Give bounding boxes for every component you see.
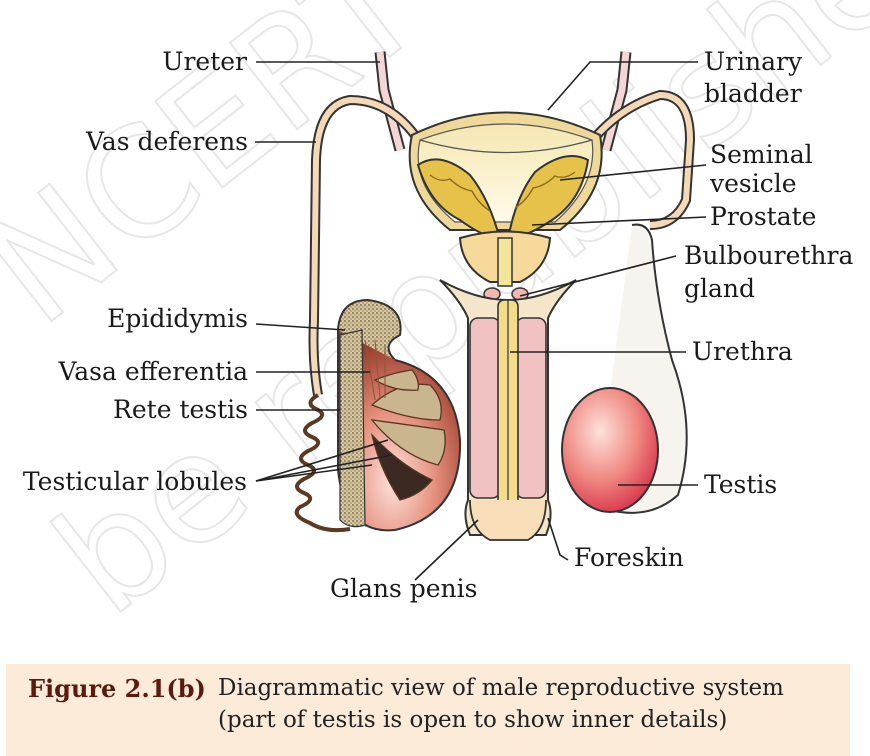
label-epididymis: Epididymis [107, 304, 248, 333]
penis [439, 279, 577, 541]
label-rete-testis: Rete testis [113, 395, 248, 424]
leader-lines [255, 61, 707, 581]
label-testis: Testis [704, 470, 777, 499]
label-seminal-vesicle-2: vesicle [709, 169, 797, 198]
right-testis [561, 223, 688, 514]
caption-box [6, 664, 850, 756]
label-bulbourethra-2: gland [684, 274, 755, 303]
label-urethra: Urethra [692, 337, 793, 366]
left-testis [337, 298, 462, 532]
label-bulbourethra-1: Bulbourethra [684, 241, 853, 270]
label-urinary-bladder-2: bladder [704, 79, 802, 108]
label-testicular-lobules: Testicular lobules [23, 467, 247, 496]
label-prostate: Prostate [710, 202, 816, 231]
label-glans-penis: Glans penis [330, 574, 477, 603]
prostate-gland [458, 230, 552, 287]
vas-deferens-right [573, 89, 696, 230]
label-foreskin: Foreskin [574, 543, 684, 572]
testicular-lobules [370, 369, 446, 501]
caption-line-1: Diagrammatic view of male reproductive s… [218, 675, 784, 701]
label-urinary-bladder-1: Urinary [704, 47, 803, 76]
label-seminal-vesicle-1: Seminal [710, 140, 813, 169]
caption-line-2: (part of testis is open to show inner de… [218, 707, 728, 733]
label-ureter: Ureter [162, 47, 247, 76]
labels: Ureter Vas deferens Epididymis Vasa effe… [23, 47, 854, 603]
figure-number: Figure 2.1(b) [28, 674, 206, 703]
label-vasa-efferentia: Vasa efferentia [58, 357, 249, 386]
label-vas-deferens: Vas deferens [85, 127, 248, 156]
